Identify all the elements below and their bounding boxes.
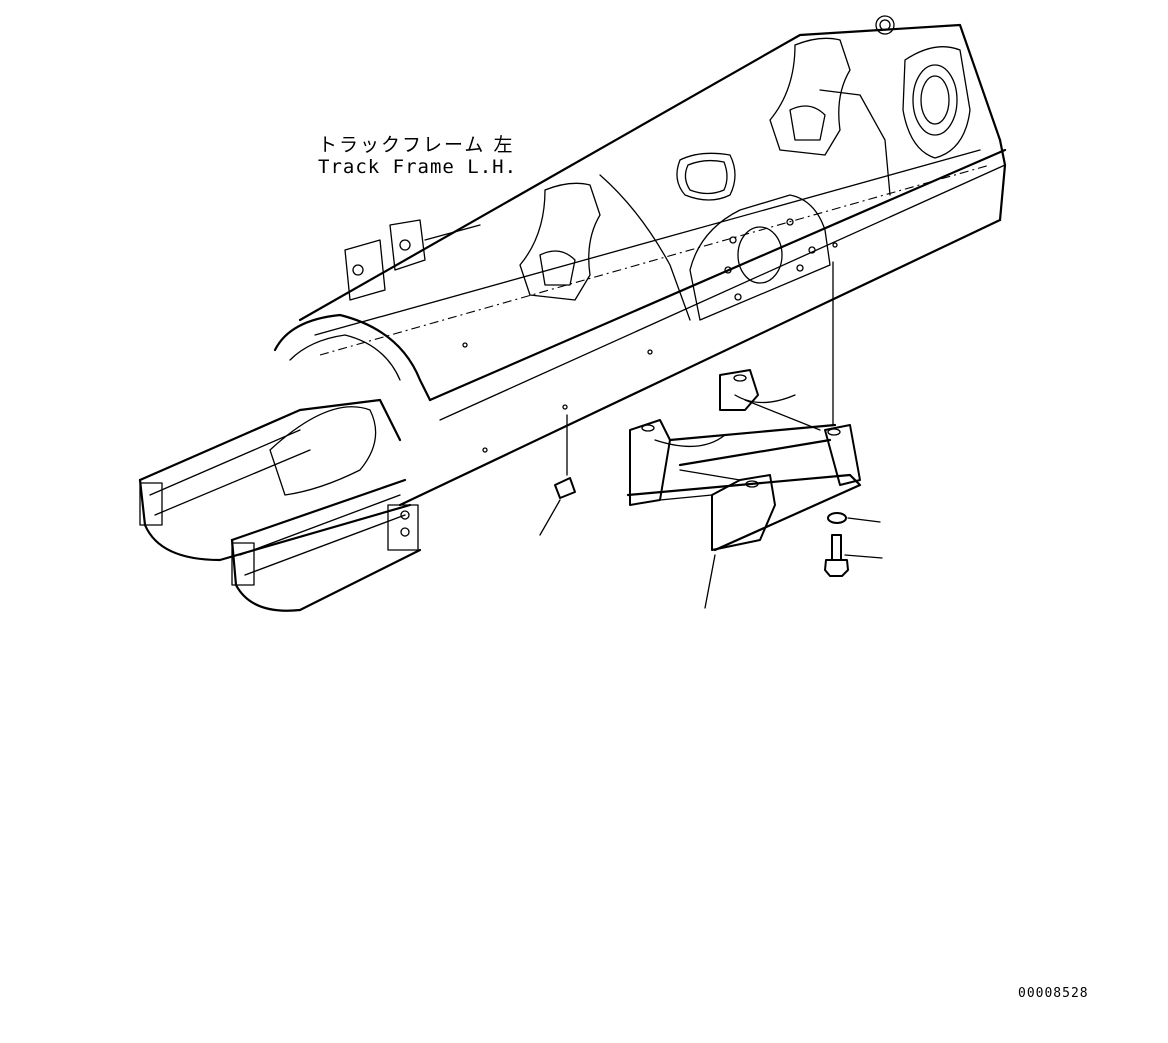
part-label-japanese: トラックフレーム 左 <box>318 134 515 156</box>
track-frame <box>138 15 1007 612</box>
guard-bracket <box>626 369 862 552</box>
drawing-number: 00008528 <box>1018 986 1089 1001</box>
leader-lines <box>539 261 883 609</box>
bolt <box>824 534 849 577</box>
washer <box>827 512 847 524</box>
part-label-english: Track Frame L.H. <box>318 156 518 178</box>
plug <box>554 477 576 499</box>
